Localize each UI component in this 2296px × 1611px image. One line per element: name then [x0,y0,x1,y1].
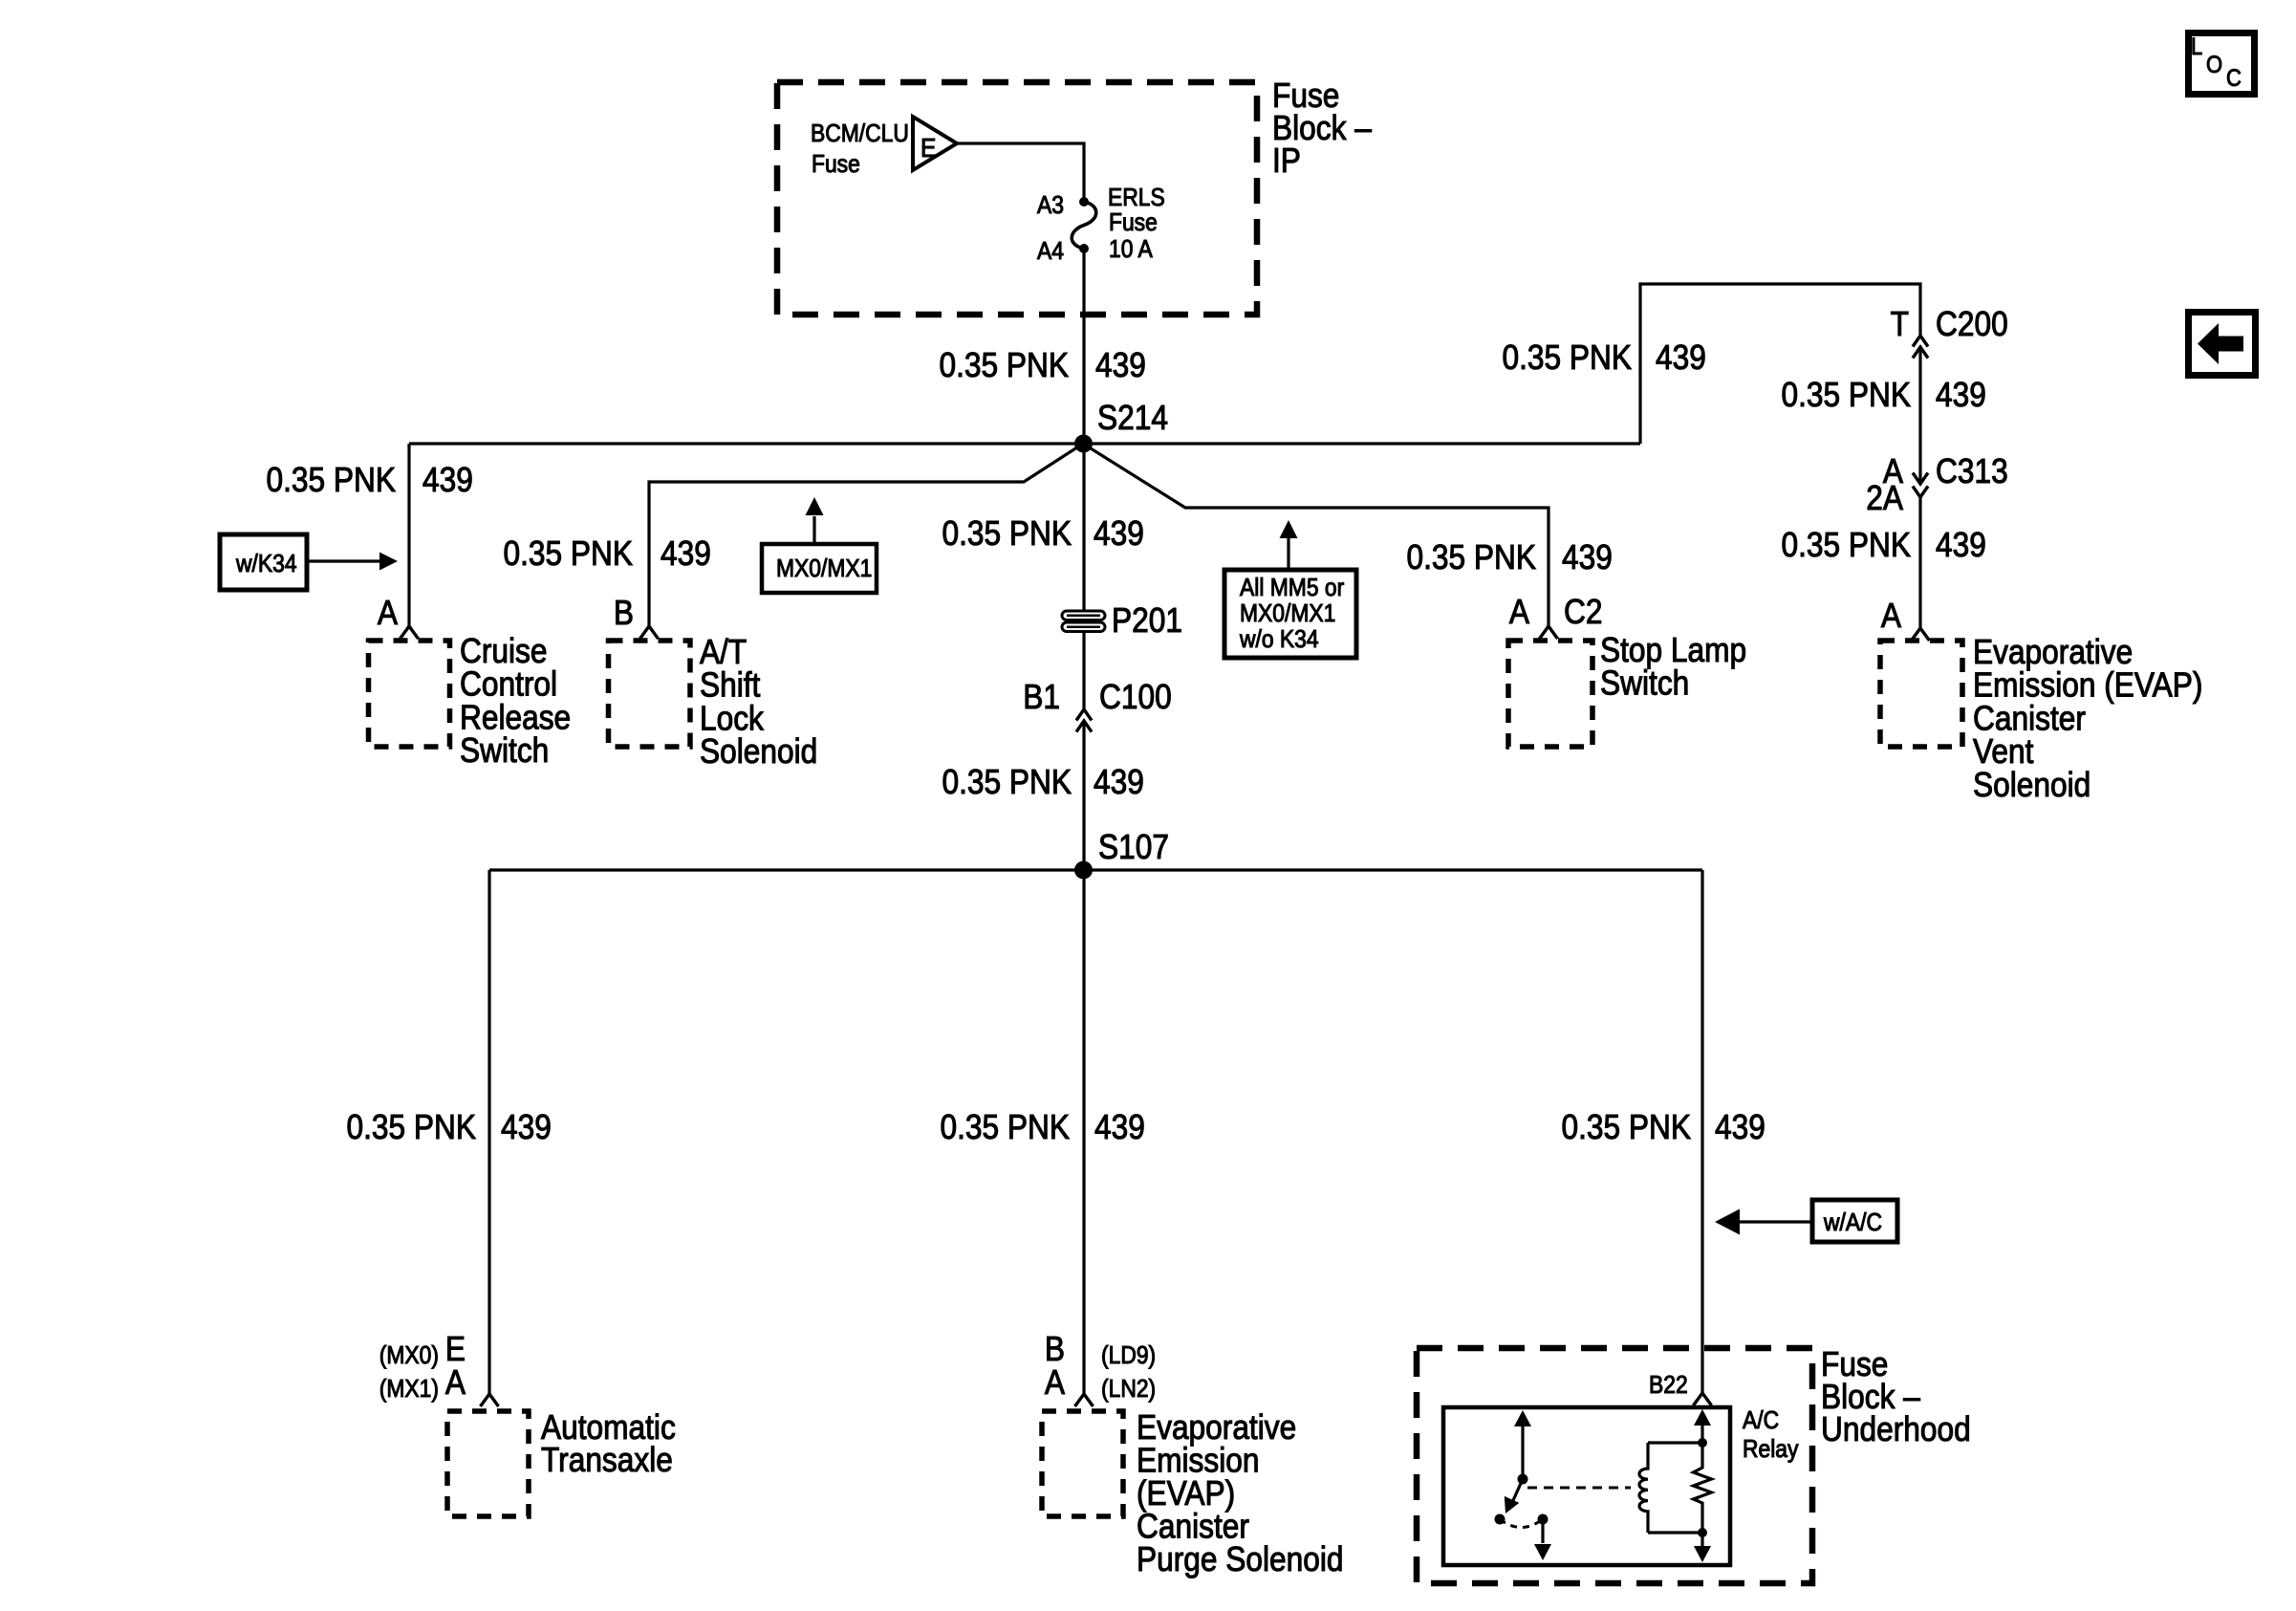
svg-text:A/C: A/C [1743,1407,1779,1435]
svg-text:S214: S214 [1097,399,1168,437]
svg-text:Vent: Vent [1973,732,2034,771]
svg-text:w/A/C: w/A/C [1823,1209,1882,1237]
svg-text:Fuse: Fuse [1272,76,1339,115]
svg-text:439: 439 [1656,338,1706,377]
svg-text:Release: Release [460,699,571,737]
svg-text:Purge Solenoid: Purge Solenoid [1137,1540,1344,1578]
svg-text:439: 439 [501,1108,552,1146]
svg-text:Switch: Switch [460,731,549,770]
svg-text:(LN2): (LN2) [1101,1376,1156,1404]
svg-text:w/K34: w/K34 [235,551,296,578]
svg-text:439: 439 [422,461,473,499]
svg-text:439: 439 [1094,514,1144,553]
svg-text:Transaxle: Transaxle [541,1441,673,1479]
svg-text:Emission: Emission [1137,1442,1259,1480]
svg-text:(MX1): (MX1) [379,1376,439,1404]
svg-text:Fuse: Fuse [1109,209,1158,237]
svg-text:A: A [445,1363,466,1402]
svg-text:0.35 PNK: 0.35 PNK [942,763,1072,801]
svg-text:w/o K34: w/o K34 [1239,626,1319,654]
svg-text:C100: C100 [1099,678,1172,716]
svg-text:T: T [1891,305,1909,343]
svg-text:Switch: Switch [1600,664,1689,703]
svg-text:All MM5 or: All MM5 or [1240,575,1344,602]
svg-text:0.35 PNK: 0.35 PNK [939,346,1069,384]
svg-text:P201: P201 [1112,601,1182,640]
svg-text:A: A [1045,1363,1065,1402]
svg-text:Cruise: Cruise [460,632,547,670]
svg-text:(EVAP): (EVAP) [1137,1474,1235,1513]
svg-text:0.35 PNK: 0.35 PNK [266,461,396,499]
svg-text:B22: B22 [1649,1372,1688,1400]
svg-text:0.35 PNK: 0.35 PNK [942,514,1072,553]
svg-text:439: 439 [1715,1108,1765,1146]
svg-text:Block –: Block – [1821,1378,1920,1416]
svg-text:Fuse: Fuse [1821,1345,1888,1383]
svg-text:Fuse: Fuse [812,151,860,179]
svg-text:C313: C313 [1936,452,2008,490]
svg-text:439: 439 [661,534,711,573]
svg-text:A4: A4 [1037,238,1064,266]
svg-text:Canister: Canister [1137,1508,1249,1546]
svg-text:Emission (EVAP): Emission (EVAP) [1973,666,2202,705]
svg-text:Control: Control [460,665,557,704]
svg-text:MX0/MX1: MX0/MX1 [1240,600,1335,628]
svg-text:S107: S107 [1098,828,1169,866]
svg-text:2A: 2A [1866,479,1903,517]
svg-text:(LD9): (LD9) [1101,1342,1156,1370]
svg-text:B1: B1 [1023,678,1060,716]
svg-text:Evaporative: Evaporative [1137,1408,1296,1447]
svg-text:IP: IP [1272,142,1301,180]
svg-text:Stop Lamp: Stop Lamp [1600,631,1746,669]
svg-text:C200: C200 [1936,305,2008,343]
svg-text:0.35 PNK: 0.35 PNK [1561,1108,1691,1146]
svg-text:B: B [614,594,634,632]
svg-text:MX0/MX1: MX0/MX1 [776,555,872,583]
svg-text:Solenoid: Solenoid [700,732,817,771]
svg-text:BCM/CLU: BCM/CLU [811,120,909,148]
svg-text:Underhood: Underhood [1821,1410,1971,1448]
svg-text:A: A [378,594,398,632]
svg-text:10 A: 10 A [1109,236,1153,264]
svg-text:439: 439 [1936,376,1986,414]
svg-text:0.35 PNK: 0.35 PNK [503,534,633,573]
svg-text:A: A [1883,452,1903,490]
svg-text:A: A [1881,597,1901,635]
svg-text:0.35 PNK: 0.35 PNK [1781,376,1911,414]
svg-text:439: 439 [1095,346,1146,384]
svg-text:0.35 PNK: 0.35 PNK [1781,526,1911,564]
svg-text:C: C [2226,65,2242,92]
svg-text:A: A [1509,593,1529,631]
svg-text:E: E [921,133,936,163]
svg-text:B: B [1045,1330,1065,1368]
svg-text:439: 439 [1094,763,1144,801]
svg-text:E: E [445,1330,466,1368]
svg-text:ERLS: ERLS [1108,185,1165,212]
svg-text:Shift: Shift [700,666,761,705]
svg-text:Evaporative: Evaporative [1973,633,2133,671]
svg-text:439: 439 [1936,526,1986,564]
svg-text:439: 439 [1562,538,1613,577]
svg-text:Lock: Lock [700,700,764,738]
svg-text:(MX0): (MX0) [379,1342,439,1370]
svg-text:0.35 PNK: 0.35 PNK [1406,538,1536,577]
svg-text:439: 439 [1094,1108,1145,1146]
svg-text:0.35 PNK: 0.35 PNK [346,1108,476,1146]
svg-text:0.35 PNK: 0.35 PNK [940,1108,1070,1146]
svg-text:Relay: Relay [1743,1436,1799,1464]
svg-text:A/T: A/T [700,633,747,671]
svg-text:0.35 PNK: 0.35 PNK [1502,338,1632,377]
svg-text:C2: C2 [1564,593,1602,631]
svg-text:Canister: Canister [1973,700,2086,738]
svg-text:Block –: Block – [1272,109,1372,147]
svg-text:Automatic: Automatic [541,1408,676,1447]
svg-text:A3: A3 [1037,192,1064,220]
svg-text:L: L [2191,33,2202,60]
svg-text:O: O [2206,52,2222,78]
svg-text:Solenoid: Solenoid [1973,766,2090,804]
